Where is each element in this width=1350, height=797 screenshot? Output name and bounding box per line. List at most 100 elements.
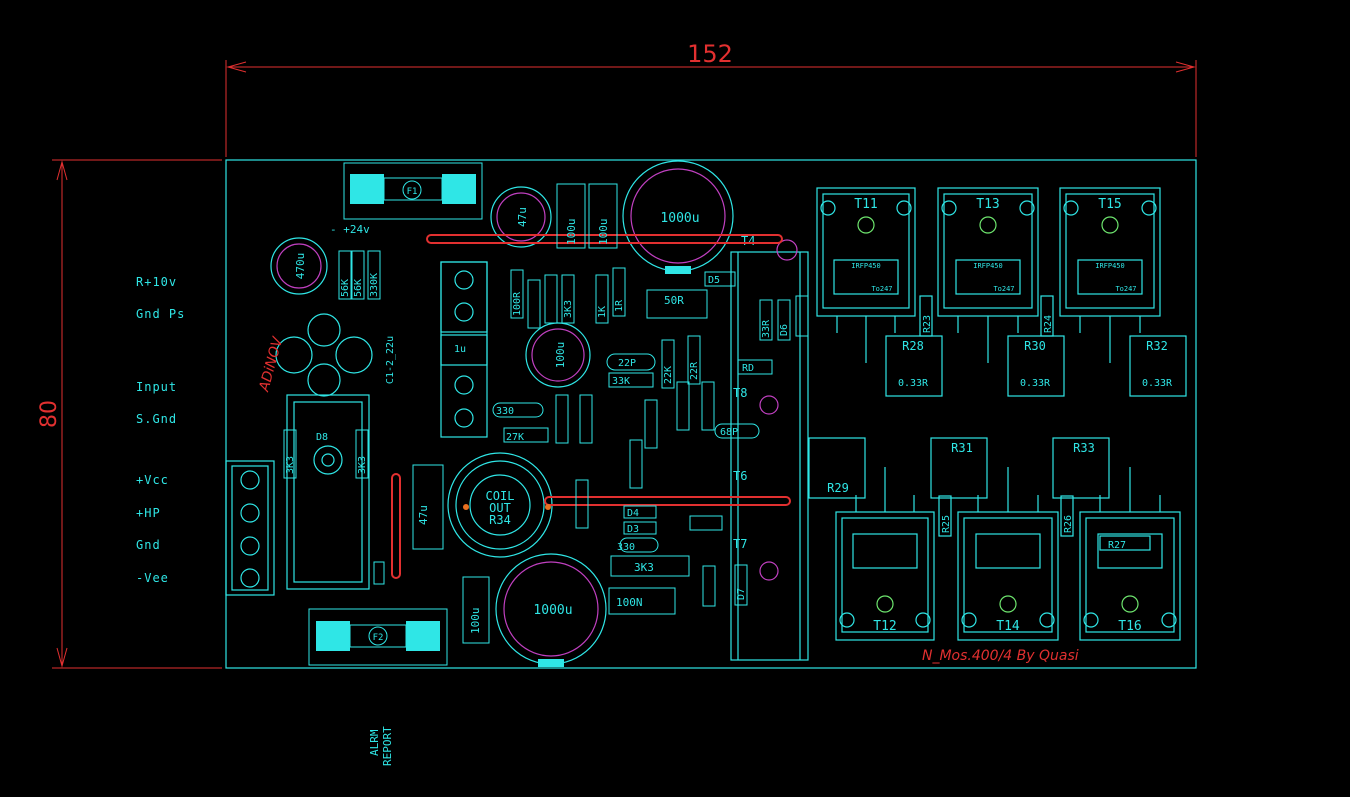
svg-text:OUT: OUT xyxy=(489,501,511,515)
svg-text:T4: T4 xyxy=(741,234,755,248)
svg-text:R27: R27 xyxy=(1108,540,1126,551)
svg-text:47u: 47u xyxy=(417,505,430,525)
svg-text:27K: 27K xyxy=(506,432,524,443)
svg-text:D3: D3 xyxy=(627,524,639,535)
svg-text:0.33R: 0.33R xyxy=(898,378,929,389)
alarm-label: ALRM xyxy=(368,729,381,756)
label-gnd: Gnd xyxy=(136,538,161,552)
svg-text:IRFP450: IRFP450 xyxy=(1095,262,1125,270)
svg-text:T6: T6 xyxy=(733,469,747,483)
svg-text:22R: 22R xyxy=(689,361,700,380)
label-hp: +HP xyxy=(136,506,161,520)
svg-text:56K: 56K xyxy=(353,279,364,297)
supply-24v: - +24v xyxy=(330,223,370,236)
svg-text:R28: R28 xyxy=(902,339,924,353)
svg-text:3K3: 3K3 xyxy=(285,456,296,474)
svg-text:T8: T8 xyxy=(733,386,747,400)
svg-text:To247: To247 xyxy=(871,285,892,293)
svg-text:1u: 1u xyxy=(454,344,466,355)
diodes: D5 D4 D3 D8 D6 D7 xyxy=(316,275,790,600)
label-gnd-ps: Gnd Ps xyxy=(136,307,186,321)
svg-text:68P: 68P xyxy=(720,427,738,438)
svg-text:330: 330 xyxy=(617,542,635,553)
svg-text:R34: R34 xyxy=(489,513,511,527)
author-label: ADiNOV xyxy=(256,334,286,394)
svg-text:To247: To247 xyxy=(1115,285,1136,293)
svg-text:R32: R32 xyxy=(1146,339,1168,353)
t13-label: T13 xyxy=(976,197,999,212)
svg-text:33K: 33K xyxy=(612,376,630,387)
svg-text:100N: 100N xyxy=(616,596,643,609)
svg-text:R31: R31 xyxy=(951,441,973,455)
output-transistors-top xyxy=(816,187,1161,363)
svg-text:COIL: COIL xyxy=(486,489,515,503)
svg-text:D7: D7 xyxy=(736,588,747,600)
svg-text:50R: 50R xyxy=(664,294,684,307)
svg-text:100u: 100u xyxy=(565,219,578,246)
svg-text:1K: 1K xyxy=(597,306,608,318)
svg-text:F1: F1 xyxy=(407,187,418,197)
gate-resistors xyxy=(919,295,1151,551)
svg-text:C1-2_22u: C1-2_22u xyxy=(385,336,396,384)
svg-text:D4: D4 xyxy=(627,508,639,519)
svg-text:100u: 100u xyxy=(554,342,567,369)
svg-text:R26: R26 xyxy=(1063,515,1074,533)
report-label: REPORT xyxy=(381,726,394,766)
svg-text:470u: 470u xyxy=(294,253,307,280)
output-transistors-bottom xyxy=(835,467,1181,641)
svg-text:33R: 33R xyxy=(761,319,772,338)
label-sgnd: S.Gnd xyxy=(136,412,178,426)
svg-text:0.33R: 0.33R xyxy=(1020,378,1051,389)
svg-text:47u: 47u xyxy=(516,207,529,227)
svg-text:330K: 330K xyxy=(369,273,380,297)
svg-text:IRFP450: IRFP450 xyxy=(973,262,1003,270)
svg-text:22K: 22K xyxy=(663,366,674,384)
svg-text:3K3: 3K3 xyxy=(634,561,654,574)
svg-text:R30: R30 xyxy=(1024,339,1046,353)
width-dimension: 152 xyxy=(687,40,733,68)
emitter-resistors-top xyxy=(885,335,1187,397)
svg-text:0.33R: 0.33R xyxy=(1142,378,1173,389)
svg-text:1R: 1R xyxy=(614,299,625,312)
t11-label: T11 xyxy=(854,197,877,212)
svg-text:3K3: 3K3 xyxy=(563,300,574,318)
svg-text:D8: D8 xyxy=(316,432,328,443)
label-vee: -Vee xyxy=(136,571,169,585)
misc-resistors xyxy=(283,183,809,644)
jumper-wires xyxy=(391,234,791,579)
svg-text:D5: D5 xyxy=(708,275,720,286)
t15-label: T15 xyxy=(1098,197,1121,212)
board-title: N_Mos.400/4 By Quasi xyxy=(922,648,1079,664)
svg-text:100R: 100R xyxy=(512,291,523,316)
svg-text:R33: R33 xyxy=(1073,441,1095,455)
svg-text:F2: F2 xyxy=(373,633,384,643)
label-input: Input xyxy=(136,380,178,394)
svg-text:To247: To247 xyxy=(993,285,1014,293)
label-r10v: R+10v xyxy=(136,275,178,289)
svg-text:3K3: 3K3 xyxy=(357,456,368,474)
svg-text:56K: 56K xyxy=(340,279,351,297)
svg-text:R23: R23 xyxy=(922,315,933,333)
dimension-lines xyxy=(52,60,1197,669)
svg-text:22P: 22P xyxy=(618,358,636,369)
svg-text:T7: T7 xyxy=(733,537,747,551)
cap-1000-top: 1000u xyxy=(660,211,699,226)
svg-text:IRFP450: IRFP450 xyxy=(851,262,881,270)
svg-text:RD: RD xyxy=(742,363,754,374)
svg-text:D6: D6 xyxy=(779,324,790,336)
relay xyxy=(286,394,370,590)
cap-1000-bottom: 1000u xyxy=(533,603,572,618)
svg-text:R25: R25 xyxy=(941,515,952,533)
label-vcc: +Vcc xyxy=(136,473,169,487)
terminal-blocks xyxy=(225,261,488,596)
t16-label: T16 xyxy=(1118,619,1141,634)
svg-text:R24: R24 xyxy=(1043,315,1054,333)
fuse-f1: F1 xyxy=(343,162,483,220)
emitter-resistors-bottom xyxy=(808,437,1110,499)
svg-text:330: 330 xyxy=(496,406,514,417)
coil-out: COIL OUT R34 xyxy=(486,489,515,527)
fuse-f2: F2 xyxy=(308,608,448,666)
svg-text:100u: 100u xyxy=(469,608,482,635)
driver-heatsink xyxy=(730,239,809,661)
